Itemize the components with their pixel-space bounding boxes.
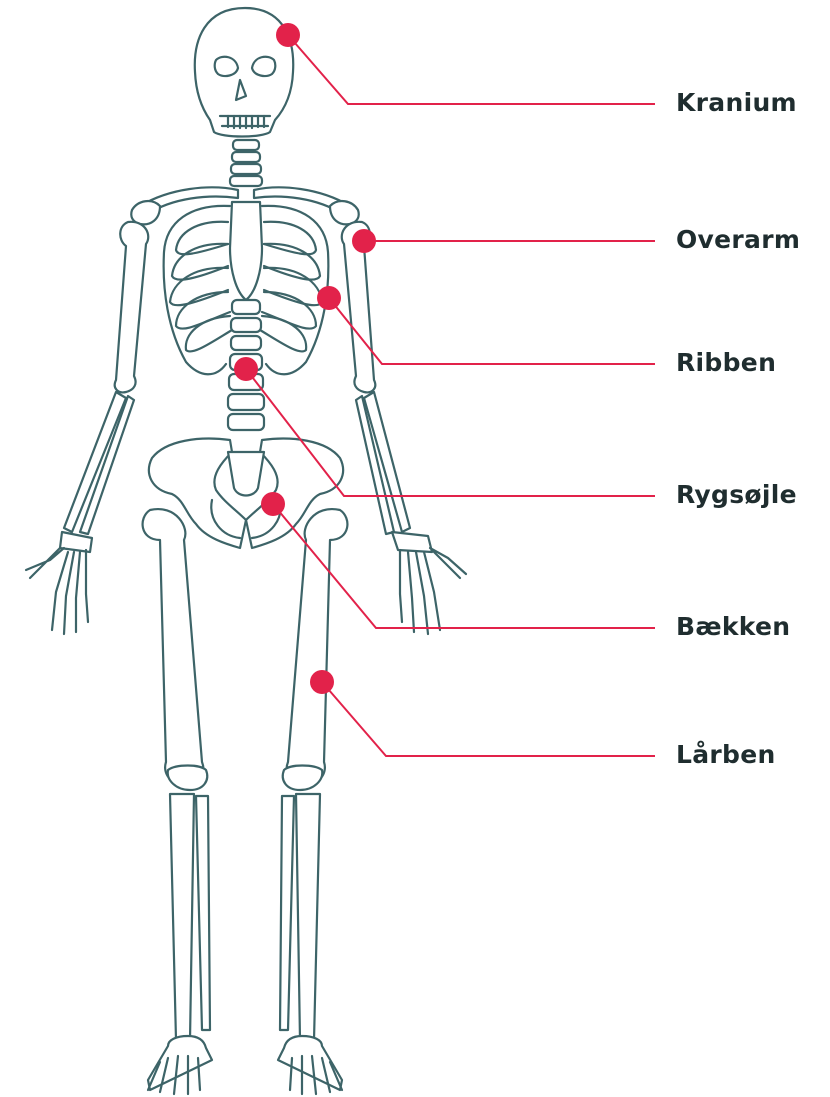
marker-overarm — [352, 229, 376, 253]
cervical-spine — [230, 140, 262, 186]
skull — [195, 8, 293, 137]
label-larben: Lårben — [676, 742, 776, 767]
leader-larben — [322, 682, 655, 756]
marker-baekken — [261, 492, 285, 516]
label-baekken: Bækken — [676, 614, 790, 639]
label-rygsojle: Rygsøjle — [676, 482, 797, 507]
label-ribben: Ribben — [676, 350, 776, 375]
marker-rygsojle — [234, 357, 258, 381]
marker-kranium — [276, 23, 300, 47]
leader-ribben — [329, 298, 655, 364]
right-leg — [143, 509, 212, 1094]
left-arm — [342, 222, 466, 634]
label-overarm: Overarm — [676, 227, 800, 252]
right-arm — [26, 222, 148, 634]
marker-ribben — [317, 286, 341, 310]
left-leg — [278, 509, 347, 1094]
leader-kranium — [288, 35, 655, 104]
marker-larben — [310, 670, 334, 694]
label-kranium: Kranium — [676, 90, 797, 115]
